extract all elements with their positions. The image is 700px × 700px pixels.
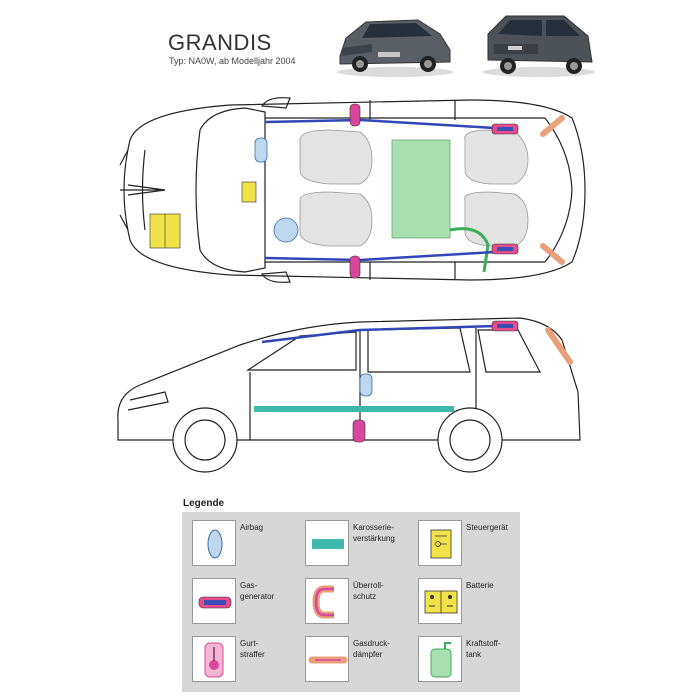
gas-strut-side-icon — [545, 327, 573, 365]
side-view-car — [117, 317, 581, 473]
rollover-protection-icon — [305, 578, 349, 624]
belt-tensioner-icon — [192, 636, 236, 682]
legend-item-roll: Überroll- schutz — [295, 570, 407, 624]
legend-item-ecu: Steuergerät — [408, 512, 520, 566]
legend-label-ecu: Steuergerät — [466, 523, 508, 532]
legend-label-gas: Gas- generator — [240, 581, 275, 601]
control-unit-icon — [418, 520, 462, 566]
legend-label-belt: Gurt- straffer — [240, 639, 265, 659]
legend-label-battery: Batterie — [466, 581, 494, 590]
rear-view-photo — [483, 15, 595, 77]
legend-item-airbag: Airbag — [182, 512, 294, 566]
legend-label-body: Karosserie- verstärkung — [353, 523, 395, 543]
legend-title: Legende — [183, 498, 225, 509]
legend-item-tank: Kraftstoff- tank — [408, 628, 520, 682]
rescue-diagram — [117, 97, 586, 473]
battery-icon — [418, 578, 462, 624]
belt-tensioner-top-right-icon — [349, 255, 361, 279]
gas-strut-top-left-icon — [540, 115, 565, 137]
fuel-tank-icon — [418, 636, 462, 682]
body-reinforcement-icon — [305, 520, 349, 566]
legend-label-roll: Überroll- schutz — [353, 581, 384, 601]
legend-item-belt: Gurt- straffer — [182, 628, 294, 682]
gas-strut-top-right-icon — [540, 243, 565, 265]
legend-item-strut: Gasdruck- dämpfer — [295, 628, 407, 682]
airbag-passenger-top-icon — [254, 137, 268, 163]
legend-label-tank: Kraftstoff- tank — [466, 639, 501, 659]
airbag-icon — [192, 520, 236, 566]
airbag-side-icon — [359, 373, 373, 397]
fuel-filler-line — [449, 227, 490, 273]
curtain-airbag-side-line — [261, 324, 497, 344]
airbag-driver-top-icon — [273, 217, 299, 243]
control-unit-top-icon — [241, 181, 257, 203]
front-view-photo — [337, 19, 453, 77]
legend-label-airbag: Airbag — [240, 523, 264, 532]
legend-label-strut: Gasdruck- dämpfer — [353, 639, 390, 659]
gas-generator-icon — [192, 578, 236, 624]
legend-item-body: Karosserie- verstärkung — [295, 512, 407, 566]
belt-tensioner-side-icon — [352, 419, 366, 443]
belt-tensioner-top-left-icon — [349, 103, 361, 127]
legend-item-battery: Batterie — [408, 570, 520, 624]
legend-panel: Airbag Karosserie- verstärkung Steuerger… — [182, 512, 520, 692]
fuel-tank-top-icon — [391, 139, 451, 239]
legend-item-gas: Gas- generator — [182, 570, 294, 624]
page-subtitle: Typ: NA0W, ab Modelljahr 2004 — [169, 56, 296, 66]
body-reinforcement-side-icon — [254, 406, 454, 412]
gas-strut-icon — [305, 636, 349, 682]
page-title: GRANDIS — [168, 30, 272, 55]
